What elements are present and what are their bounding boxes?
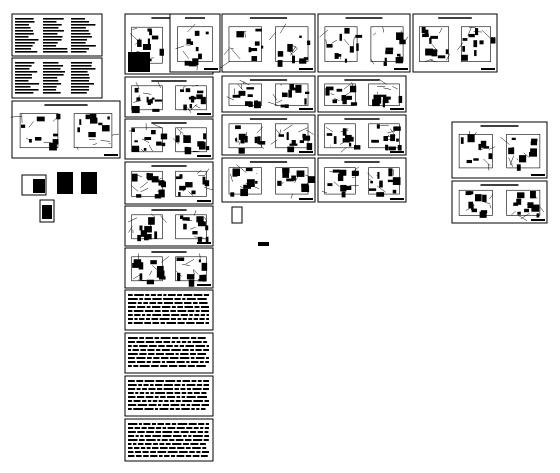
sheet-plan-right-2 <box>451 180 548 224</box>
sheet-plan-col-a-6 <box>124 247 214 289</box>
sheet-plan-mid-5 <box>317 114 407 156</box>
sheet-general-notes-1 <box>11 13 103 57</box>
sheet-plan-col-a-5 <box>124 205 214 247</box>
sheet-plan-top-1 <box>169 13 221 73</box>
sheet-plan-mid-3 <box>221 157 316 203</box>
sheet-schedule-2 <box>124 332 214 374</box>
sheet-thumbnail-fill <box>33 179 45 193</box>
sheet-thumbnail-dark <box>57 172 73 194</box>
sheet-schedule-4 <box>124 418 214 462</box>
sheet-plan-right-1 <box>451 121 548 179</box>
sheet-site-plan <box>10 100 121 159</box>
sheet-plan-top-2 <box>220 13 316 73</box>
sheet-plan-col-a-2 <box>124 76 214 118</box>
sheet-details-top <box>412 13 498 73</box>
sheet-plan-mid-6 <box>317 157 407 203</box>
sheet-plan-col-a-3 <box>124 118 214 160</box>
sheet-plan-mid-4 <box>317 75 407 113</box>
sheet-schedule-1 <box>124 289 214 331</box>
sheet-thumbnail-dark <box>81 172 97 194</box>
sheet-general-notes-2 <box>11 57 103 99</box>
sheet-plan-top-3 <box>317 13 411 73</box>
sheet-plan-mid-2 <box>221 114 316 156</box>
sheet-thumbnail-small-fill <box>42 205 52 219</box>
sheet-schedule-3 <box>124 375 214 417</box>
sheet-thumbnail-small <box>231 206 243 224</box>
sheet-plan-mid-1 <box>221 75 316 113</box>
sheet-marker-bar <box>258 242 269 246</box>
sheet-solid-block <box>128 52 150 72</box>
sheet-plan-col-a-4 <box>124 161 214 205</box>
